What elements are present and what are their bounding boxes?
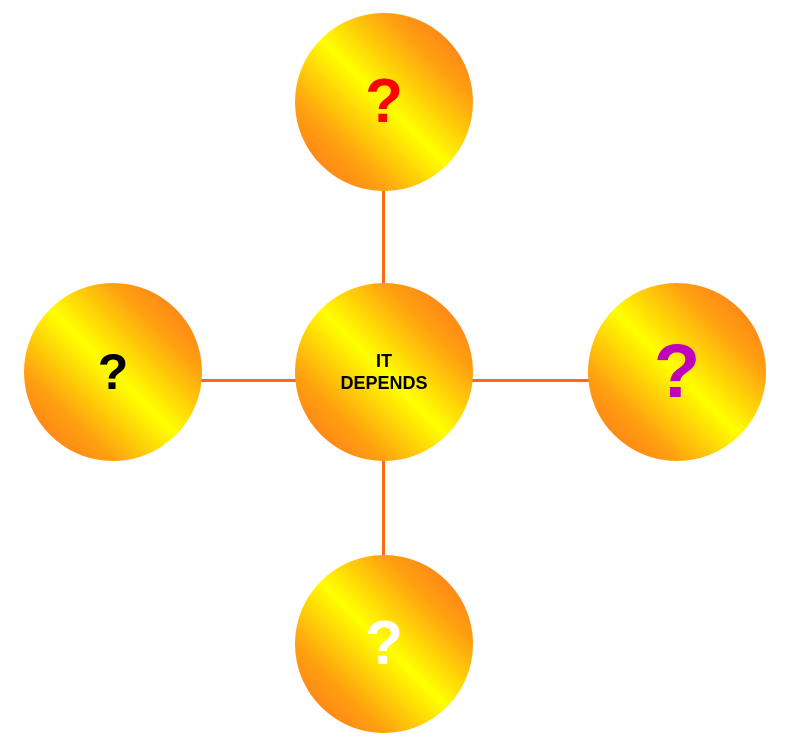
center-label: IT DEPENDS — [340, 350, 427, 394]
node-top: ? — [295, 13, 473, 191]
connector-right — [472, 379, 589, 382]
question-mark-icon: ? — [365, 67, 403, 136]
question-mark-icon: ? — [97, 344, 129, 400]
connector-left — [200, 379, 297, 382]
center-label-line-1: IT — [376, 351, 392, 371]
connector-top — [382, 190, 385, 285]
node-left: ? — [24, 283, 202, 461]
node-bottom: ? — [295, 555, 473, 733]
node-right: ? — [588, 283, 766, 461]
question-mark-icon: ? — [653, 329, 701, 414]
question-mark-icon: ? — [365, 609, 403, 678]
connector-bottom — [382, 460, 385, 556]
node-center: IT DEPENDS — [295, 283, 473, 461]
center-label-line-2: DEPENDS — [340, 373, 428, 393]
